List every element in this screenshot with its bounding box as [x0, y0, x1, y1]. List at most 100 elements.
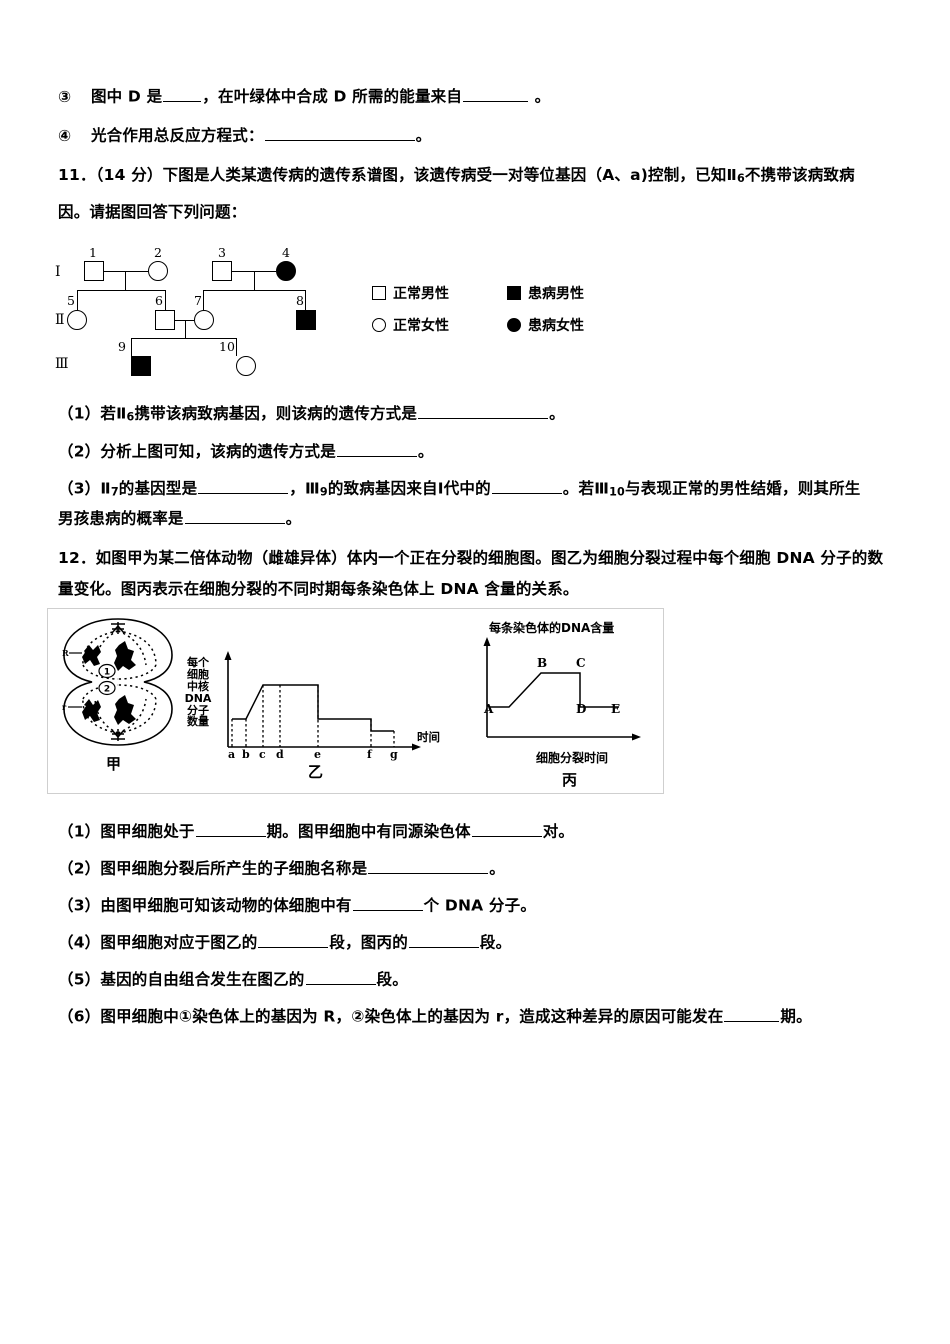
- square-filled-icon: [507, 286, 521, 300]
- pedigree-id-3: 3: [218, 245, 226, 260]
- item-3-blank-2[interactable]: [463, 86, 529, 102]
- item-4-blank-1[interactable]: [264, 125, 415, 141]
- pedigree-individual-8[interactable]: [296, 310, 316, 330]
- q11-sub3-pre: Ⅱ: [100, 479, 111, 498]
- label-2: 2: [104, 685, 110, 695]
- pedigree-individual-4[interactable]: [276, 261, 296, 281]
- yi-ylabel-line-2: 细胞: [187, 667, 209, 681]
- q11-sub3-blank-3[interactable]: [184, 508, 285, 524]
- q12-sub1-post: 对。: [542, 822, 575, 841]
- pedigree-individual-10[interactable]: [236, 356, 256, 376]
- yi-caption: 乙: [308, 763, 324, 781]
- q12-stem-line2: 量变化。图丙表示在细胞分裂的不同时期每条染色体上 DNA 含量的关系。: [58, 580, 579, 598]
- q12-sub5-post: 段。: [376, 970, 408, 989]
- pedigree-descent-drop-3-4: [254, 271, 255, 290]
- pedigree-mating-line-6-7: [175, 320, 194, 321]
- legend-item-affected-female: 患病女性: [507, 315, 584, 335]
- q12-sub4-mid: 段，图丙的: [329, 933, 408, 952]
- yi-tick-f: f: [367, 748, 372, 761]
- q11-stem-text1b: 不携带该病致病: [744, 166, 855, 184]
- pedigree-id-1: 1: [89, 245, 97, 260]
- q12-sub6-blank[interactable]: [724, 1006, 780, 1022]
- q11-sub1-blank[interactable]: [418, 403, 549, 419]
- q11-number: 11．: [58, 166, 96, 184]
- bing-dna-curve: [490, 672, 619, 708]
- pedigree-id-9: 9: [118, 339, 126, 354]
- yi-tick-b: b: [242, 748, 250, 761]
- item-3-text-b: ，在叶绿体中合成 D 所需的能量来自: [202, 87, 463, 106]
- pedigree-individual-2[interactable]: [148, 261, 168, 281]
- q12-sub2-post: 。: [489, 859, 505, 878]
- q11-sub1-pre: 若Ⅱ: [100, 404, 127, 423]
- label-1: 1: [104, 668, 110, 678]
- q11-sub3-blank-1[interactable]: [198, 478, 289, 494]
- item-3-marker: ③: [58, 87, 72, 106]
- pedigree-individual-6[interactable]: [155, 310, 175, 330]
- item-4-text-a: 光合作用总反应方程式：: [90, 126, 264, 145]
- item-4-line: ④ 光合作用总反应方程式：。: [58, 125, 431, 145]
- q11-sub3-mid2: ，Ⅲ: [289, 479, 320, 498]
- legend-item-normal-male: 正常男性: [372, 283, 449, 303]
- q12-number: 12．: [58, 549, 96, 567]
- q11-sub1-label: （1）: [58, 404, 101, 423]
- yi-chart: [224, 651, 421, 751]
- bing-point-B: B: [537, 656, 548, 670]
- upper-chromosomes: [82, 641, 136, 671]
- pedigree-sib-line-6: [165, 290, 166, 310]
- q12-sub1-label: （1）: [58, 822, 101, 841]
- pedigree-generation-1: Ⅰ: [55, 264, 61, 280]
- pedigree-individual-5[interactable]: [67, 310, 87, 330]
- pedigree-individual-7[interactable]: [194, 310, 214, 330]
- pedigree-generation-2: Ⅱ: [55, 312, 65, 328]
- yi-y-axis-label: 每个 细胞 中核 DNA 分子 数量: [181, 657, 215, 728]
- q11-sub1-subscript: 6: [126, 410, 135, 424]
- bing-y-axis-label: 每条染色体的DNA含量: [489, 621, 615, 635]
- q12-sub1-mid: 期。图甲细胞中有同源染色体: [266, 822, 471, 841]
- q12-sub5-blank[interactable]: [305, 969, 376, 985]
- q12-sub2-blank[interactable]: [368, 858, 489, 874]
- circle-filled-icon: [507, 318, 521, 332]
- yi-tick-d: d: [276, 748, 284, 761]
- legend-label-normal-female: 正常女性: [393, 318, 449, 334]
- pedigree-individual-3[interactable]: [212, 261, 232, 281]
- q12-sub6-label: （6）: [58, 1007, 101, 1026]
- q12-sub3-blank[interactable]: [352, 895, 423, 911]
- q11-sub3-subscript-1: 7: [110, 485, 119, 499]
- gene-label-R: R: [62, 648, 69, 658]
- q12-sub2-label: （2）: [58, 859, 101, 878]
- q11-stem-sub1: 6: [736, 172, 745, 185]
- q12-sub4-blank-2[interactable]: [408, 932, 479, 948]
- q11-sub1-mid: 携带该病致病基因，则该病的遗传方式是: [134, 404, 418, 423]
- q12-sub-2: （2）图甲细胞分裂后所产生的子细胞名称是。: [58, 858, 505, 878]
- pedigree-sib-line-5: [77, 290, 78, 310]
- q12-sub4-pre: 图甲细胞对应于图乙的: [100, 933, 258, 952]
- bing-point-A: A: [484, 702, 494, 716]
- bing-chart: [483, 637, 641, 741]
- q12-sub6-pre: 图甲细胞中①染色体上的基因为 R，②染色体上的基因为 r，造成这种差异的原因可能…: [100, 1007, 724, 1026]
- q11-sub1-post: 。: [549, 404, 565, 423]
- q11-sub3-line2-text: 男孩患病的概率是: [58, 509, 184, 528]
- q12-sub1-pre: 图甲细胞处于: [100, 822, 195, 841]
- q12-sub-4: （4）图甲细胞对应于图乙的段，图丙的段。: [58, 932, 511, 952]
- q11-stem-text1: 下图是人类某遗传病的遗传系谱图，该遗传病受一对等位基因（A、a)控制，已知Ⅱ: [162, 166, 737, 184]
- yi-tick-droplines: [231, 685, 395, 747]
- pedigree-individual-1[interactable]: [84, 261, 104, 281]
- item-3-text-a: 图中 D 是: [90, 87, 163, 106]
- pedigree-sibship-bar-5-6: [77, 290, 165, 291]
- q12-sub4-blank-1[interactable]: [258, 932, 329, 948]
- q12-sub6-post: 期。: [780, 1007, 812, 1026]
- q11-sub3-blank-2[interactable]: [491, 478, 562, 494]
- q12-sub-3: （3）由图甲细胞可知该动物的体细胞中有个 DNA 分子。: [58, 895, 536, 915]
- q11-sub2-blank[interactable]: [336, 441, 417, 457]
- item-3-line: ③ 图中 D 是，在叶绿体中合成 D 所需的能量来自 。: [58, 86, 550, 106]
- q12-sub1-blank-2[interactable]: [471, 821, 542, 837]
- pedigree-sib-line-10: [236, 338, 237, 356]
- q11-sub-3-line2: 男孩患病的概率是。: [58, 508, 301, 528]
- item-3-blank-1[interactable]: [163, 86, 202, 102]
- q12-sub1-blank-1[interactable]: [195, 821, 266, 837]
- pedigree-individual-9[interactable]: [131, 356, 151, 376]
- q11-sub-3: （3）Ⅱ7的基因型是，Ⅲ9的致病基因来自Ⅰ代中的。若Ⅲ10与表现正常的男性结婚，…: [58, 478, 861, 499]
- yi-tick-a: a: [228, 748, 236, 761]
- upper-spindle-pole: [111, 622, 125, 634]
